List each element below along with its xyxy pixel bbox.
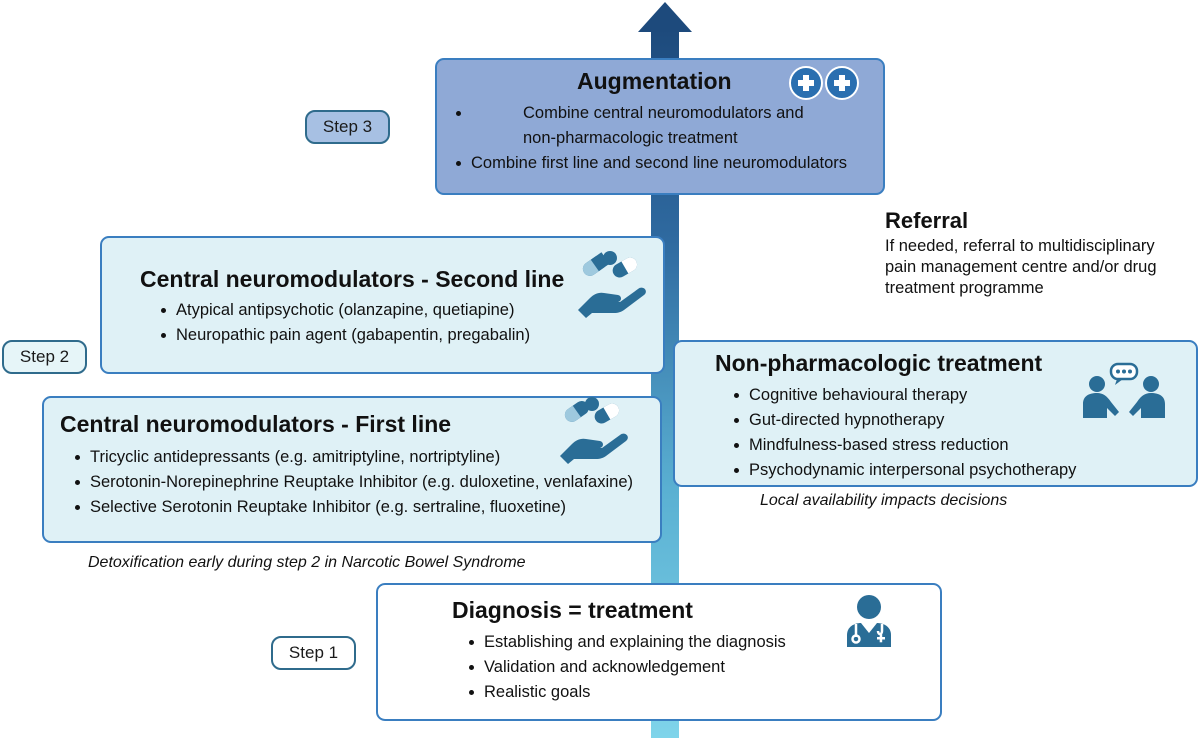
hand-with-pills-icon (572, 248, 654, 323)
list-item: Combine central neuromodulators and non-… (451, 101, 881, 151)
list-item: Neuropathic pain agent (gabapentin, preg… (156, 323, 636, 348)
step-2-label: Step 2 (2, 340, 87, 374)
list-item: Establishing and explaining the diagnosi… (464, 630, 914, 655)
availability-note: Local availability impacts decisions (760, 492, 1008, 509)
diagnosis-box: Diagnosis = treatment Establishing and e… (376, 583, 942, 721)
hand-with-pills-icon (554, 394, 636, 469)
non-pharmacologic-box: Non-pharmacologic treatment Cognitive be… (673, 340, 1198, 487)
list-item: Serotonin-Norepinephrine Reuptake Inhibi… (70, 470, 660, 495)
list-item: Psychodynamic interpersonal psychotherap… (729, 458, 1179, 483)
list-item: Atypical antipsychotic (olanzapine, quet… (156, 298, 636, 323)
step-3-label: Step 3 (305, 110, 390, 144)
referral-title: Referral (885, 208, 969, 233)
augmentation-box: Augmentation Combine central neuromodula… (435, 58, 885, 195)
list-item: Tricyclic antidepressants (e.g. amitript… (70, 445, 660, 470)
second-line-box: Central neuromodulators - Second line At… (100, 236, 665, 374)
detoxification-note: Detoxification early during step 2 in Na… (88, 554, 526, 571)
second-line-title: Central neuromodulators - Second line (140, 266, 565, 292)
first-line-list: Tricyclic antidepressants (e.g. amitript… (70, 445, 660, 520)
non-pharmacologic-list: Cognitive behavioural therapy Gut-direct… (729, 383, 1179, 483)
augmentation-list: Combine central neuromodulators and non-… (451, 101, 881, 176)
conversation-people-icon (1081, 362, 1167, 425)
diagnosis-title: Diagnosis = treatment (452, 597, 693, 623)
list-item: Mindfulness-based stress reduction (729, 433, 1179, 458)
list-item: Combine first line and second line neuro… (451, 151, 881, 176)
second-line-list: Atypical antipsychotic (olanzapine, quet… (156, 298, 636, 348)
augmentation-title: Augmentation (577, 68, 732, 94)
referral-text: If needed, referral to multidisciplinary… (885, 237, 1157, 297)
first-line-title: Central neuromodulators - First line (60, 411, 452, 437)
list-item: Validation and acknowledgement (464, 655, 914, 680)
list-item: Gut-directed hypnotherapy (729, 408, 1179, 433)
non-pharmacologic-title: Non-pharmacologic treatment (715, 350, 1043, 376)
list-item: Cognitive behavioural therapy (729, 383, 1179, 408)
list-item: Realistic goals (464, 680, 914, 705)
first-line-box: Central neuromodulators - First line Tri… (42, 396, 662, 543)
step-1-label: Step 1 (271, 636, 356, 670)
referral-block: Referral If needed, referral to multidis… (885, 208, 1185, 299)
doctor-icon (844, 593, 894, 654)
plus-circle-icon (789, 65, 861, 106)
list-item: Selective Serotonin Reuptake Inhibitor (… (70, 495, 660, 520)
diagnosis-list: Establishing and explaining the diagnosi… (464, 630, 914, 705)
progression-arrow-head (638, 2, 692, 32)
